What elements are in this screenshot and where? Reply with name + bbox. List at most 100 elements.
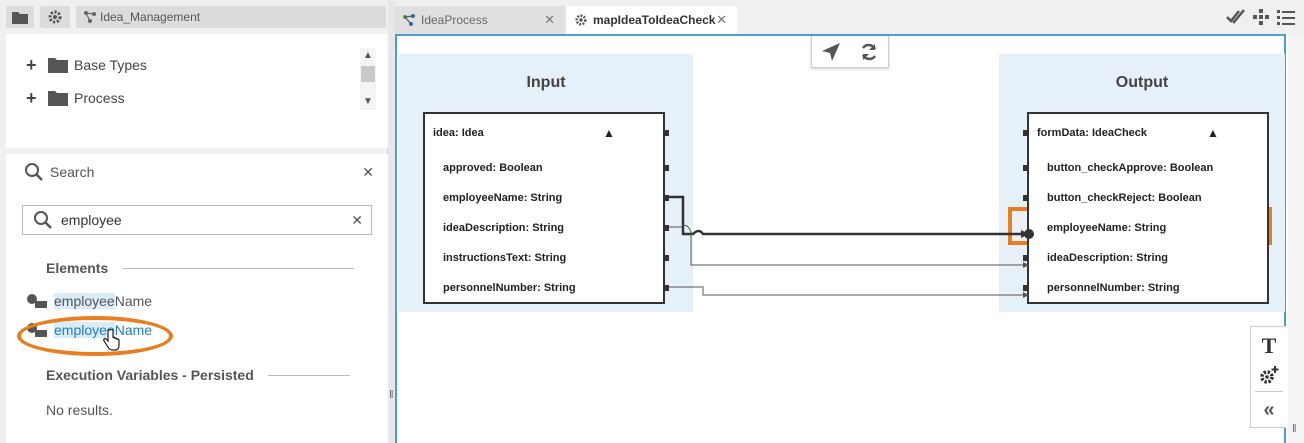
input-field-row[interactable]: instructionsText: String xyxy=(425,243,669,273)
collapse-icon[interactable]: ▲ xyxy=(603,126,615,140)
tree-item-process[interactable]: + Process xyxy=(26,88,125,108)
close-tab-icon[interactable]: ✕ xyxy=(544,12,555,27)
input-field-row[interactable]: personnelNumber: String xyxy=(425,273,669,303)
resize-grip-icon[interactable]: ‖ xyxy=(389,389,394,401)
port[interactable] xyxy=(1023,255,1029,261)
navigate-icon[interactable] xyxy=(821,42,841,62)
section-elements: Elements xyxy=(46,260,355,276)
list-icon[interactable] xyxy=(1276,8,1296,26)
output-header-row[interactable]: formData: IdeaCheck ▲ xyxy=(1023,118,1267,148)
project-selector[interactable]: Idea_Management xyxy=(76,6,386,28)
field-label: ideaDescription: String xyxy=(443,222,565,234)
search-input[interactable] xyxy=(61,212,341,228)
text-tool-icon[interactable]: T xyxy=(1261,333,1277,358)
collapse-panel-icon[interactable]: « xyxy=(1263,399,1275,421)
port[interactable] xyxy=(663,285,669,291)
port[interactable] xyxy=(1023,195,1029,201)
collapse-icon[interactable]: ▲ xyxy=(1207,126,1219,140)
chevron-down-icon[interactable]: ▼ xyxy=(363,96,373,107)
field-label: button_checkReject: Boolean xyxy=(1047,192,1202,204)
side-toolbar: T « xyxy=(1250,326,1286,428)
input-field-row[interactable]: employeeName: String xyxy=(425,183,669,213)
output-field-row[interactable]: ideaDescription: String xyxy=(1023,243,1267,273)
no-results-text: No results. xyxy=(46,402,113,418)
input-title: Input xyxy=(526,74,566,91)
input-field-row[interactable]: ideaDescription: String xyxy=(425,213,669,243)
port[interactable] xyxy=(663,130,669,136)
search-field[interactable]: ✕ xyxy=(22,205,372,235)
folder-button[interactable] xyxy=(6,6,34,28)
search-result[interactable]: employeeName xyxy=(26,291,152,311)
tab-map-idea-to-idea-check[interactable]: mapIdeaToIdeaCheck ✕ xyxy=(567,6,737,34)
panel-splitter[interactable]: ‖ xyxy=(388,0,395,443)
refresh-icon[interactable] xyxy=(859,42,879,62)
output-title: Output xyxy=(1115,74,1169,91)
connection-idea-description[interactable] xyxy=(669,224,1025,266)
divider xyxy=(267,374,350,376)
tree-item-base-types[interactable]: + Base Types xyxy=(26,55,147,75)
input-field-row[interactable]: approved: Boolean xyxy=(425,153,669,183)
close-icon[interactable]: ✕ xyxy=(362,164,374,180)
output-field-row[interactable]: button_checkApprove: Boolean xyxy=(1023,153,1267,183)
port[interactable] xyxy=(1023,285,1029,291)
project-name: Idea_Management xyxy=(100,10,201,24)
field-label: employeeName: String xyxy=(1047,222,1167,234)
connection-personnel-number[interactable] xyxy=(669,286,1025,296)
mapping-canvas[interactable]: Input Output idea: Idea ▲ approved: Bool… xyxy=(395,34,1286,443)
expand-icon[interactable]: + xyxy=(26,55,37,75)
port[interactable] xyxy=(663,255,669,261)
move-icon[interactable] xyxy=(1252,8,1270,26)
tree-item-label: Process xyxy=(74,90,125,106)
left-toolbar: Idea_Management xyxy=(0,0,388,34)
process-icon xyxy=(84,11,96,23)
input-header-row[interactable]: idea: Idea ▲ xyxy=(425,118,669,148)
section-title: Execution Variables - Persisted xyxy=(46,367,254,383)
clear-search-icon[interactable]: ✕ xyxy=(351,212,363,228)
port[interactable] xyxy=(663,195,669,201)
output-field-row[interactable]: button_checkReject: Boolean xyxy=(1023,183,1267,213)
tab-label: IdeaProcess xyxy=(421,13,488,27)
tree-scrollbar[interactable]: ▲ ▼ xyxy=(360,48,376,110)
input-type-box: idea: Idea ▲ approved: Boolean employeeN… xyxy=(423,112,669,304)
search-panel: Search ✕ ✕ Elements employeeName employe… xyxy=(6,154,388,443)
scrollbar-thumb[interactable] xyxy=(361,66,375,82)
search-header: Search xyxy=(24,162,94,182)
tab-idea-process[interactable]: IdeaProcess ✕ xyxy=(395,6,565,34)
port[interactable] xyxy=(663,225,669,231)
variable-icon xyxy=(27,294,47,308)
folder-icon xyxy=(12,11,28,24)
double-check-icon[interactable] xyxy=(1226,8,1246,26)
search-icon xyxy=(25,163,43,181)
search-icon xyxy=(34,211,52,229)
output-header-label: formData: IdeaCheck xyxy=(1037,127,1148,139)
settings-button[interactable] xyxy=(40,6,70,28)
close-tab-icon[interactable]: ✕ xyxy=(716,12,727,27)
output-field-row[interactable]: personnelNumber: String xyxy=(1023,273,1267,303)
editor-tabbar: IdeaProcess ✕ mapIdeaToIdeaCheck ✕ xyxy=(395,0,1304,34)
process-icon xyxy=(403,14,415,26)
canvas-scrollbar[interactable]: ‖ xyxy=(1288,34,1304,443)
section-title: Elements xyxy=(46,260,109,276)
left-panel: Idea_Management + Base Types + Process ▲… xyxy=(0,0,388,443)
field-label: ideaDescription: String xyxy=(1047,252,1169,264)
resize-grip-icon[interactable]: ‖ xyxy=(1292,423,1297,435)
add-function-icon[interactable] xyxy=(1251,365,1287,390)
canvas-toolbar xyxy=(811,36,889,68)
gear-icon xyxy=(575,14,587,26)
port[interactable] xyxy=(1023,165,1029,171)
match-rest: Name xyxy=(114,293,153,309)
port[interactable] xyxy=(1023,130,1029,136)
field-label: approved: Boolean xyxy=(443,162,543,174)
connection-employee-name[interactable] xyxy=(669,195,1025,236)
folder-icon xyxy=(48,91,68,106)
port[interactable] xyxy=(663,165,669,171)
match-highlight: employee xyxy=(54,293,115,309)
field-label: instructionsText: String xyxy=(443,252,567,264)
field-label: employeeName: String xyxy=(443,192,563,204)
expand-icon[interactable]: + xyxy=(26,88,37,108)
input-header-label: idea: Idea xyxy=(433,127,484,139)
gear-icon xyxy=(48,10,62,24)
chevron-up-icon[interactable]: ▲ xyxy=(363,50,373,61)
divider xyxy=(122,267,355,269)
output-field-row-selected[interactable]: employeeName: String xyxy=(1029,213,1267,243)
